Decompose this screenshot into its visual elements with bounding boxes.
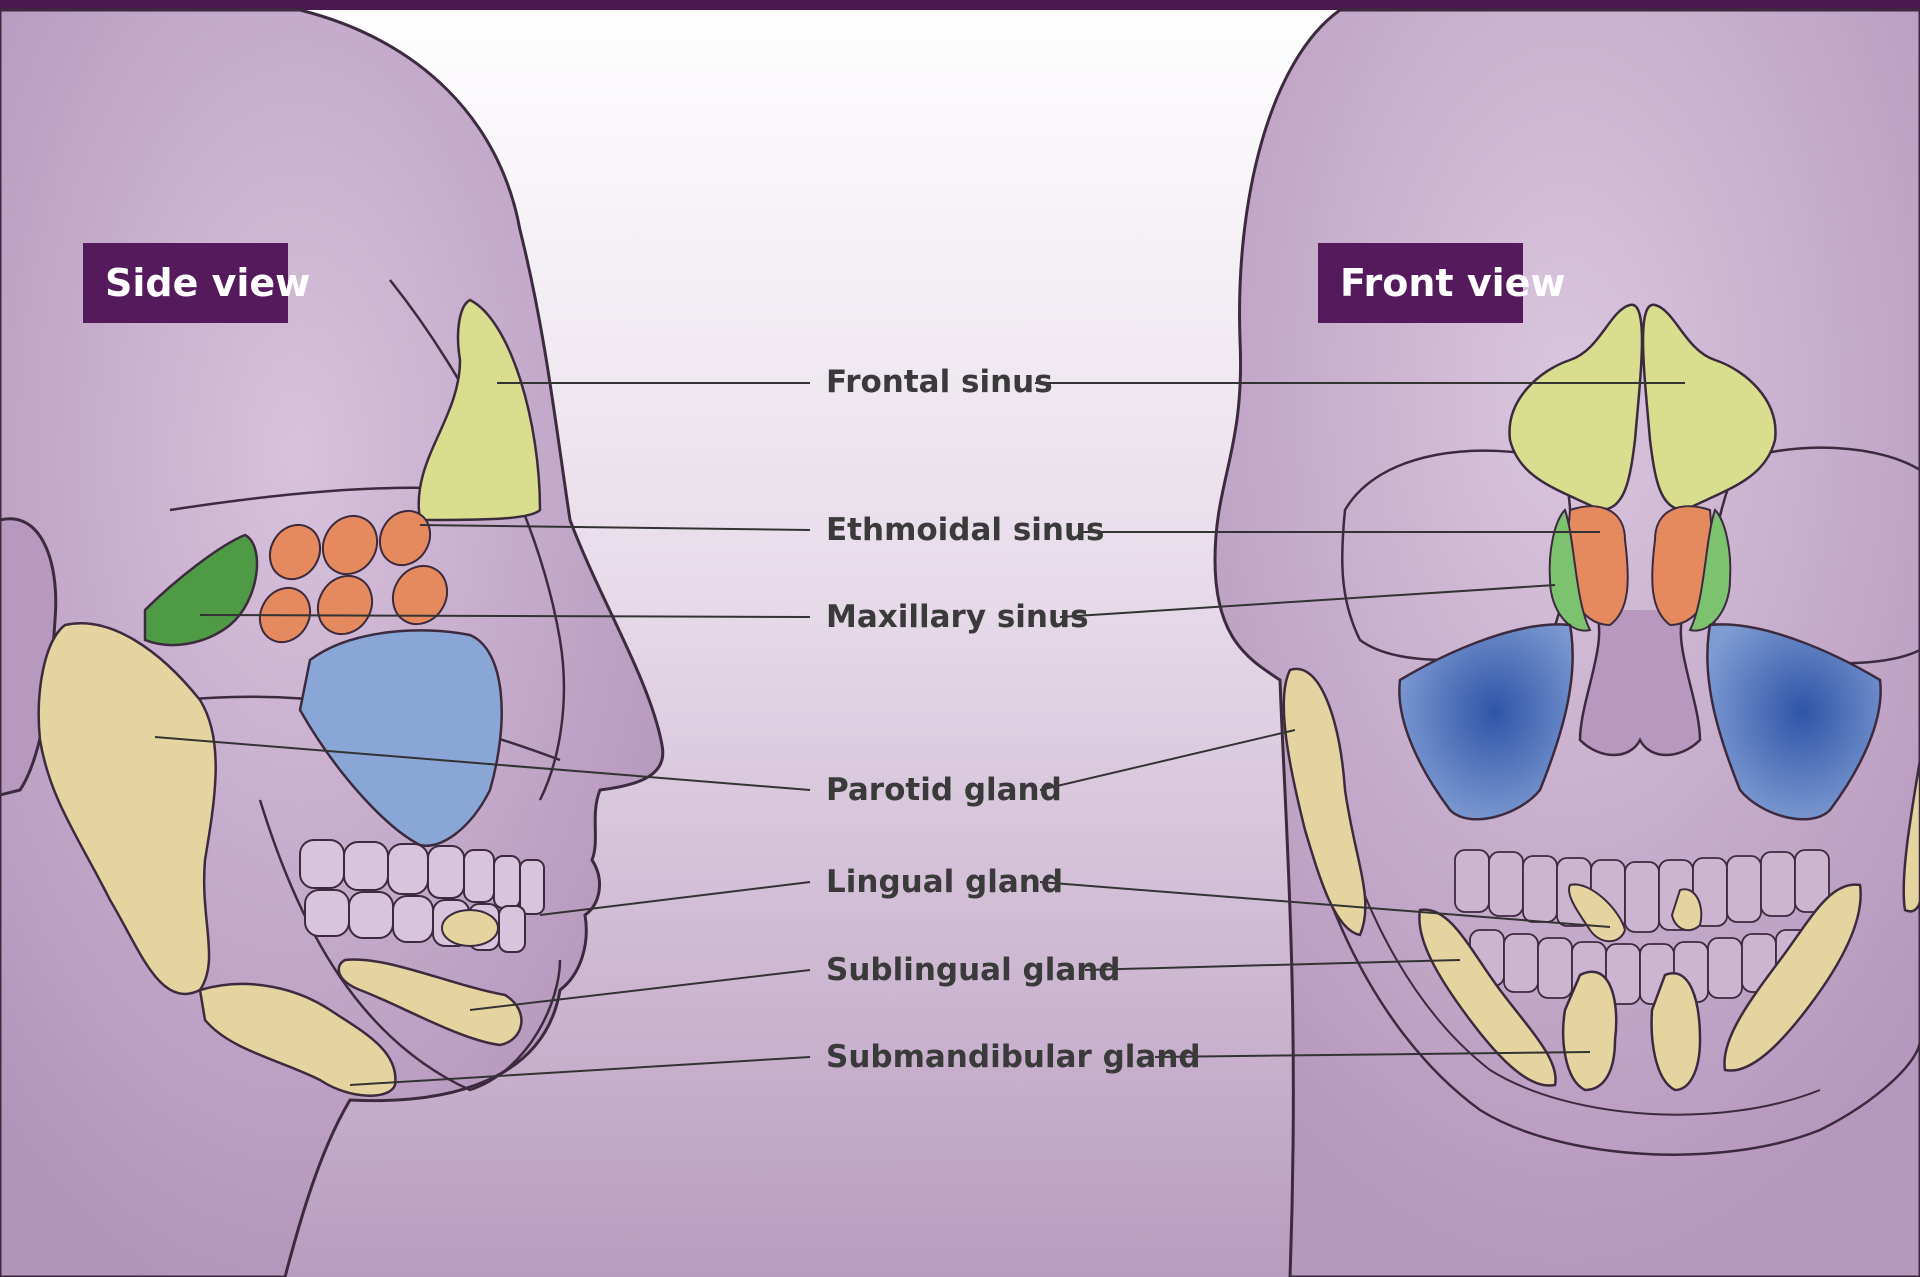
front-view-illustration xyxy=(1215,10,1920,1277)
label-ethmoidal-sinus: Ethmoidal sinus xyxy=(826,510,1105,550)
label-parotid-gland: Parotid gland xyxy=(826,770,1062,810)
side-lingual-gland xyxy=(442,910,498,946)
label-submandibular-gland: Submandibular gland xyxy=(826,1037,1201,1077)
label-frontal-sinus: Frontal sinus xyxy=(826,362,1053,402)
front-nasal-cavity xyxy=(1580,610,1700,755)
front-view-title: Front view xyxy=(1318,243,1523,323)
label-maxillary-sinus: Maxillary sinus xyxy=(826,597,1089,637)
label-sublingual-gland: Sublingual gland xyxy=(826,950,1121,990)
label-lingual-gland: Lingual gland xyxy=(826,862,1063,902)
side-view-title: Side view xyxy=(83,243,288,323)
side-teeth xyxy=(300,840,544,952)
front-sublingual-gland-right xyxy=(1652,973,1700,1090)
